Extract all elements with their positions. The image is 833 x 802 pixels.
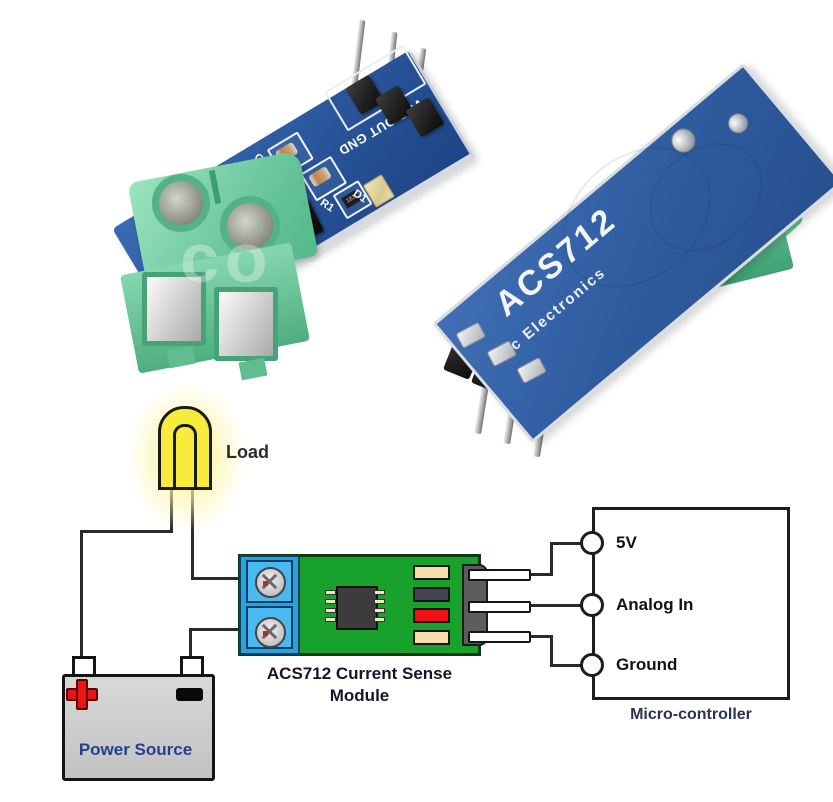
wire-battery-to-module (189, 628, 240, 631)
ic-leg (374, 590, 385, 595)
terminal-screw (255, 567, 286, 598)
mcu-pin-label-ground: Ground (616, 655, 678, 674)
mcu-pin-label-5v: 5V (616, 533, 637, 552)
terminal-wire-opening (142, 272, 206, 346)
mcu-node-analog-in (580, 593, 604, 617)
module-component-red (413, 608, 450, 623)
solder-pad (455, 321, 487, 349)
wire-5v-h2 (550, 542, 581, 545)
solder-pad (516, 356, 548, 384)
solder-joint (723, 109, 753, 138)
module-pin-vcc (468, 569, 531, 581)
wire-5v-vertical (550, 542, 553, 576)
wire-ground-vertical (550, 635, 553, 667)
terminal-foot (238, 357, 268, 381)
wire-ground-h1 (531, 635, 553, 638)
mcu-node-5v (580, 531, 604, 555)
microcontroller-box (592, 507, 790, 700)
ic-leg (374, 608, 385, 613)
module-label-line1: ACS712 Current Sense (266, 664, 453, 683)
load-bulb (158, 406, 212, 490)
load-label: Load (226, 442, 269, 462)
terminal-screw-hole (220, 196, 280, 256)
wire-ground-h2 (550, 664, 581, 667)
ic-leg (374, 617, 385, 622)
module-component-dark (413, 587, 450, 602)
bulb-filament (173, 424, 197, 487)
ic-leg (325, 599, 336, 604)
wire-analog-in (531, 604, 581, 607)
terminal-screw-hole (152, 174, 210, 232)
module-component-tan (413, 630, 450, 645)
wire-load-to-module (191, 577, 239, 580)
wire-battery-positive-vertical (80, 530, 83, 658)
module-ic-chip (336, 586, 378, 630)
wire-battery-negative-vertical (189, 628, 192, 659)
module-component-tan (413, 565, 450, 580)
wire-5v-h1 (531, 573, 553, 576)
module-pin-gnd (468, 631, 531, 643)
ic-leg (325, 590, 336, 595)
ic-leg (374, 599, 385, 604)
ic-leg (325, 617, 336, 622)
terminal-foot (166, 345, 196, 369)
mcu-pin-label-analog-in: Analog In (616, 595, 694, 614)
terminal-screw (255, 617, 286, 648)
power-source-label: Power Source (78, 740, 193, 759)
mcu-node-ground (580, 653, 604, 677)
module-label: ACS712 Current Sense Module (238, 663, 481, 707)
terminal-wire-opening (214, 287, 278, 361)
microcontroller-label: Micro-controller (630, 706, 752, 723)
module-pin-out (468, 601, 531, 613)
ic-leg (325, 608, 336, 613)
wire-load-to-battery-horizontal (80, 530, 173, 533)
module-label-line2: Module (329, 686, 390, 705)
capacitor (308, 165, 332, 188)
battery-minus-icon (176, 688, 203, 701)
refdes-r1: R1 (317, 196, 337, 215)
photo-watermark: co (180, 219, 274, 297)
